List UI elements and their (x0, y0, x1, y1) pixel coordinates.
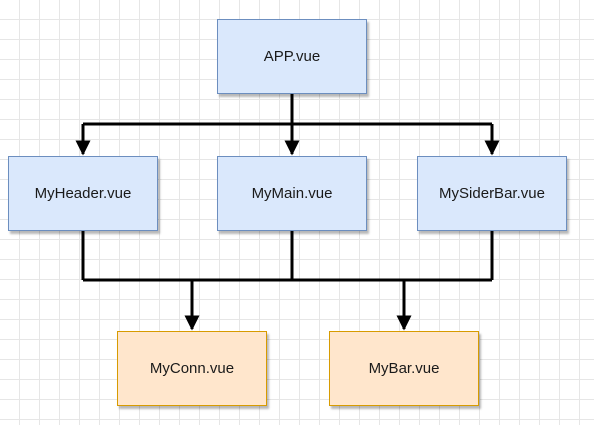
node-header[interactable]: MyHeader.vue (8, 156, 158, 231)
node-main[interactable]: MyMain.vue (217, 156, 367, 231)
node-bar-label: MyBar.vue (368, 360, 440, 377)
node-app-label: APP.vue (263, 48, 321, 65)
node-sidebar-label: MySiderBar.vue (439, 185, 545, 202)
node-sidebar[interactable]: MySiderBar.vue (417, 156, 567, 231)
node-bar[interactable]: MyBar.vue (329, 331, 479, 406)
node-conn-label: MyConn.vue (149, 360, 235, 377)
node-header-label: MyHeader.vue (34, 185, 132, 202)
node-app[interactable]: APP.vue (217, 19, 367, 94)
node-conn[interactable]: MyConn.vue (117, 331, 267, 406)
node-main-label: MyMain.vue (251, 185, 333, 202)
